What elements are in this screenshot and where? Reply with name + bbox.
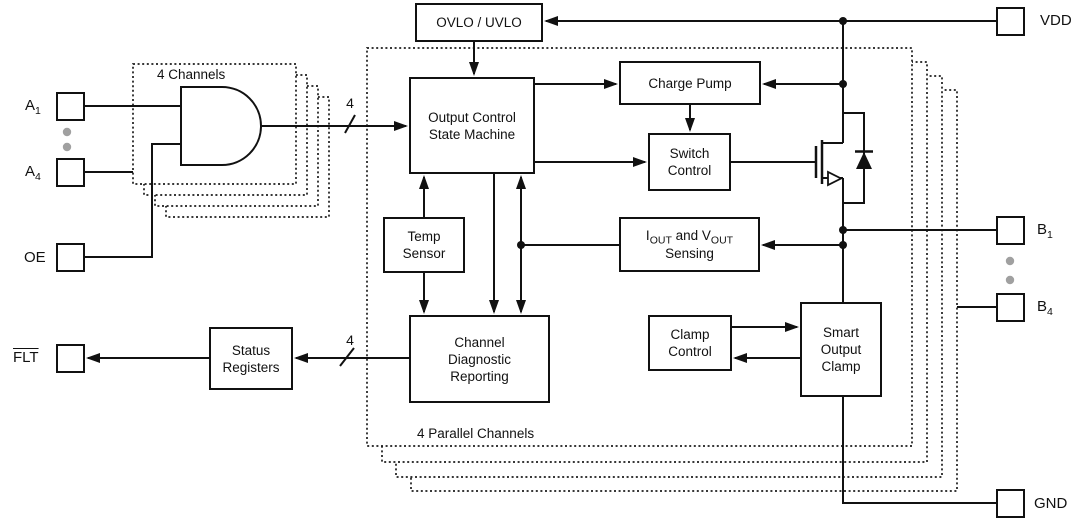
pin-label-a4: A4 [25,163,41,183]
block-clamp-control: Clamp Control [648,315,732,371]
pin-label-a1: A1 [25,97,41,117]
and-gate [180,86,262,166]
body-diode-icon [855,150,873,169]
block-ocsm-label: Output Control State Machine [428,109,516,142]
pin-label-flt: FLT [13,349,39,366]
bus-width-label-and: 4 [346,95,354,111]
pin-vdd [996,7,1025,36]
bus-width-label-status: 4 [346,332,354,348]
block-ovlo-uvlo: OVLO / UVLO [415,3,543,42]
pin-flt [56,344,85,373]
parallel-channels-group-label: 4 Parallel Channels [417,426,535,441]
block-iout-vout-sensing-label: IOUT and VOUT Sensing [645,227,734,262]
block-status-registers-label: Status Registers [222,342,280,375]
block-smart-output-clamp: Smart Output Clamp [800,302,882,397]
block-smart-output-clamp-label: Smart Output Clamp [820,325,862,374]
block-temp-sensor-label: Temp Sensor [402,229,446,261]
mosfet-icon [814,140,844,187]
junction-dots [517,17,847,249]
pin-label-gnd: GND [1034,495,1068,512]
block-clamp-control-label: Clamp Control [668,327,712,359]
block-switch-control: Switch Control [648,133,731,191]
pin-label-vdd: VDD [1040,12,1072,29]
block-charge-pump: Charge Pump [619,61,761,105]
block-cdr-label: Channel Diagnostic Reporting [447,334,512,384]
block-iout-vout-sensing: IOUT and VOUT Sensing [619,217,760,272]
block-charge-pump-label: Charge Pump [648,75,732,91]
pin-b1 [996,216,1025,245]
pin-oe [56,243,85,272]
pin-b4 [996,293,1025,322]
block-ovlo-uvlo-label: OVLO / UVLO [436,15,522,30]
bus-slash-marks [339,114,356,367]
block-output-control-state-machine: Output Control State Machine [409,77,535,174]
pin-gnd [996,489,1025,518]
channels-group-label: 4 Channels [157,67,226,82]
pin-label-b1: B1 [1037,221,1053,241]
pin-a4 [56,158,85,187]
ellipsis-dots [62,127,1015,285]
block-switch-control-label: Switch Control [667,146,712,178]
pin-label-b4: B4 [1037,298,1053,318]
block-channel-diagnostic-reporting: Channel Diagnostic Reporting [409,315,550,403]
pin-label-oe: OE [24,249,46,266]
block-temp-sensor: Temp Sensor [383,217,465,273]
block-status-registers: Status Registers [209,327,293,390]
pin-a1 [56,92,85,121]
wires-arrows [86,16,996,363]
